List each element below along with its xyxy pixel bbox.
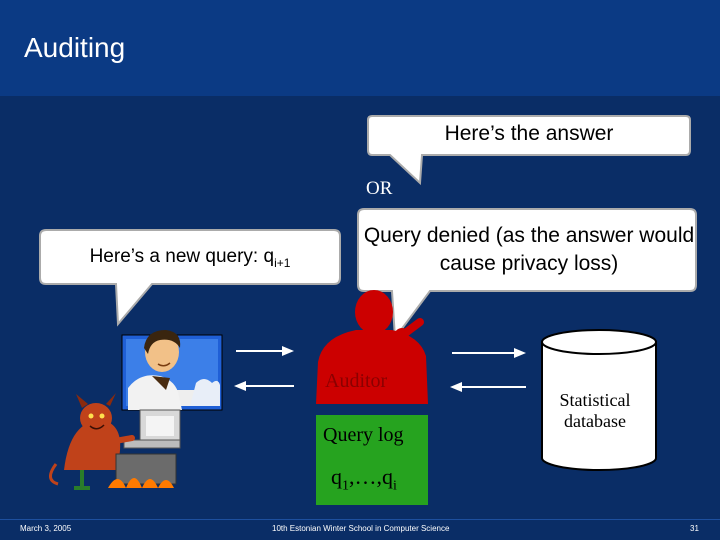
footer-divider	[0, 519, 720, 520]
query-log-first: q	[331, 464, 342, 489]
answer-bubble	[367, 115, 691, 186]
auditor-label: Auditor	[325, 370, 388, 392]
query-bubble	[39, 229, 341, 327]
query-bubble-subscript: i+1	[274, 255, 291, 270]
query-bubble-text: Here’s a new query: qi+1	[40, 246, 340, 270]
footer-date: March 3, 2005	[20, 524, 72, 533]
denied-bubble-text: Query denied (as the answer would cause …	[363, 224, 695, 275]
arrow-auditor-to-user	[234, 381, 294, 391]
database-label: Statistical database	[559, 390, 631, 431]
footer-event: 10th Estonian Winter School in Computer …	[272, 524, 450, 533]
hacker-devil-picture	[49, 393, 181, 490]
or-label: OR	[366, 178, 393, 199]
query-log-separator: ,…,q	[349, 464, 393, 489]
query-log-box	[316, 415, 428, 505]
denied-bubble	[357, 208, 697, 341]
arrow-auditor-to-database	[452, 348, 526, 358]
slide-title: Auditing	[24, 32, 126, 63]
page-number: 31	[690, 524, 699, 533]
query-bubble-prefix: Here’s a new query: q	[89, 246, 275, 267]
query-log-label: Query log	[323, 424, 404, 446]
answer-bubble-text: Here’s the answer	[444, 122, 614, 145]
query-log-first-sub: 1	[342, 478, 349, 494]
arrow-database-to-auditor	[450, 382, 526, 392]
arrow-user-to-auditor	[236, 346, 294, 356]
query-log-last-sub: i	[393, 478, 397, 494]
database-cylinder	[541, 329, 657, 471]
auditor-figure	[316, 290, 428, 404]
user-picture	[121, 330, 223, 411]
query-log-entries: q1,…,qi	[331, 464, 397, 494]
slide-header	[0, 0, 720, 96]
